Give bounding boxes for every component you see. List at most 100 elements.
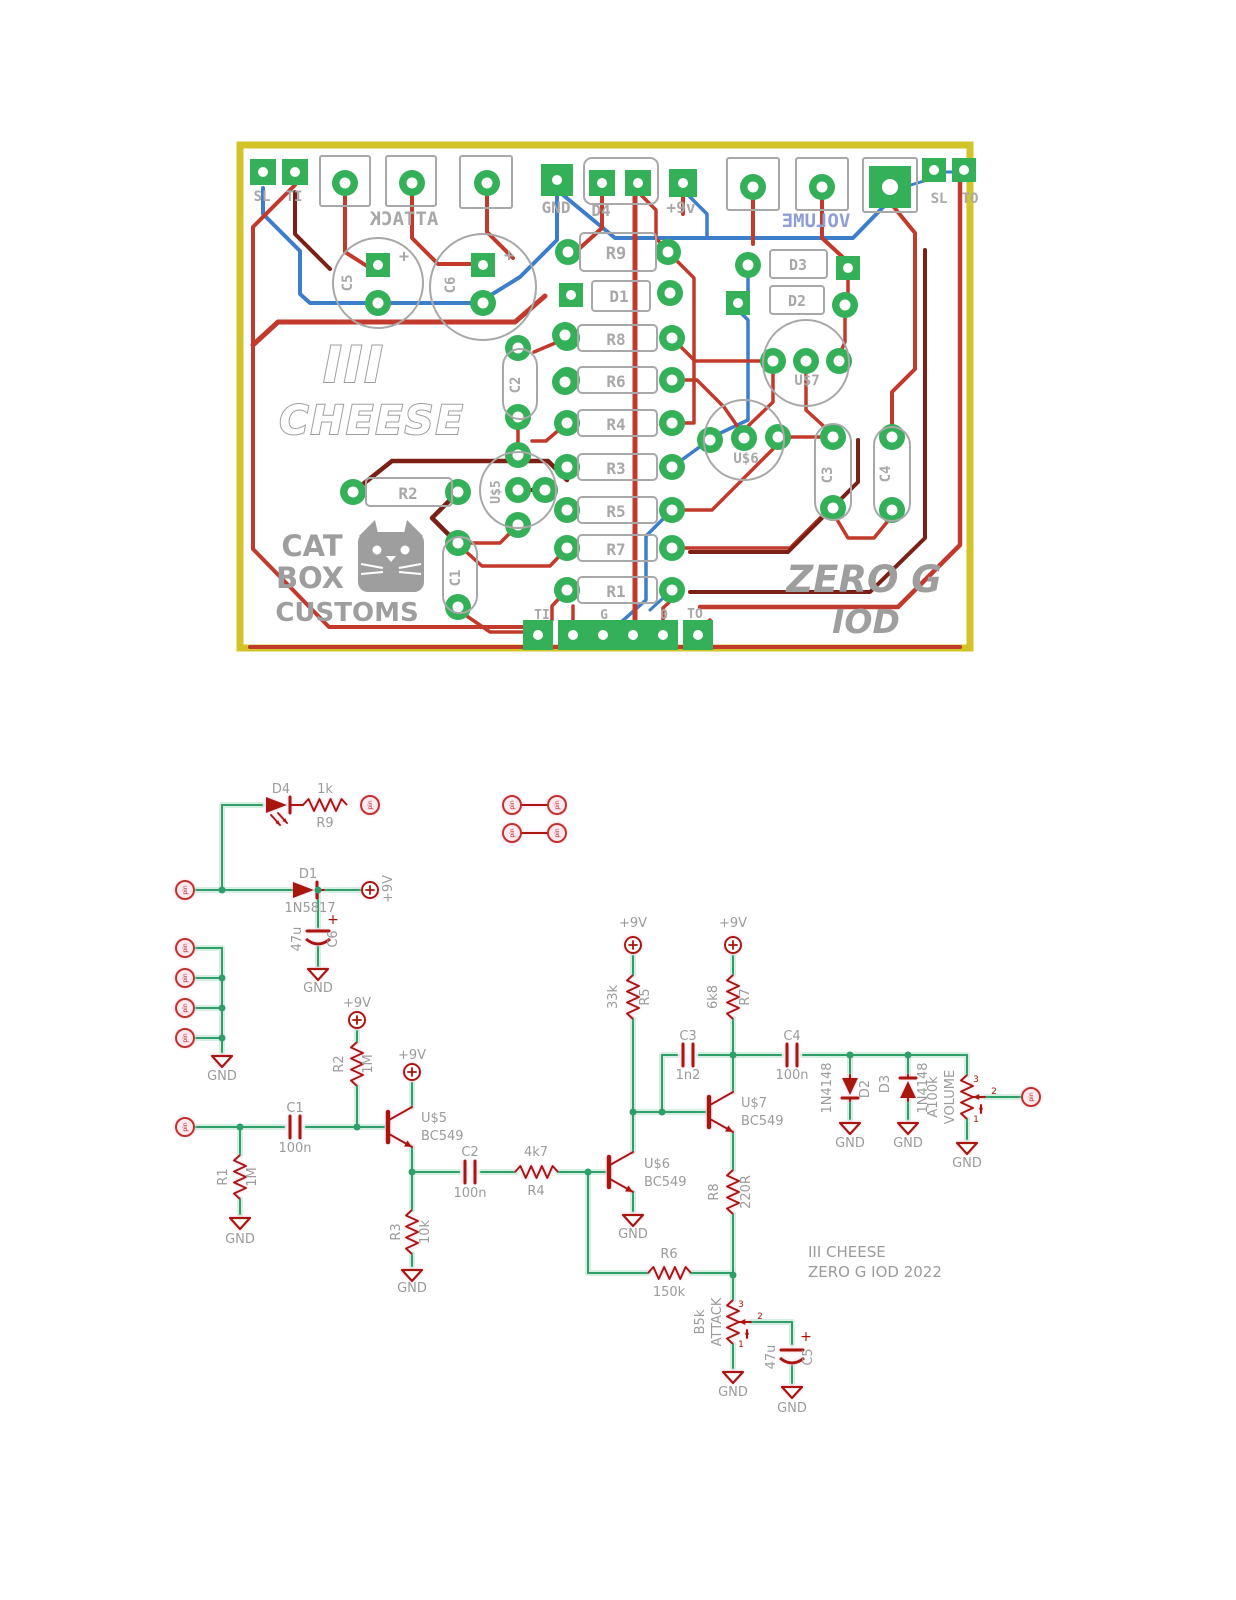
logo-customs: CUSTOMS: [275, 598, 418, 628]
pin-pad-label: pin: [554, 828, 561, 837]
silk-outline: [385, 155, 437, 207]
pin-pad-label: pin: [1028, 1092, 1035, 1101]
sym-shape: [266, 797, 287, 813]
silk-oval: [502, 348, 538, 420]
pad-hole: [767, 355, 779, 367]
pad-hole: [552, 175, 562, 185]
label-+: +: [504, 246, 514, 266]
pad-hole: [597, 178, 607, 188]
label-gnd: GND: [397, 1281, 427, 1296]
cat-whisker-icon: [398, 571, 422, 575]
sym-shape: [978, 1105, 984, 1110]
pad-hole: [843, 263, 853, 273]
pin-pad-icon: [175, 968, 195, 988]
pad-hole: [452, 537, 464, 549]
silk-oval: [814, 423, 852, 521]
label-1: 1: [973, 1115, 979, 1125]
silk-outline: [577, 409, 658, 437]
sym-shape: [404, 1140, 412, 1147]
junction-dot: [218, 886, 226, 894]
pcb-trace-red: [697, 179, 963, 610]
pad-hole: [512, 342, 524, 354]
sym-line: [388, 1106, 413, 1121]
pad-hole: [290, 167, 300, 177]
label-c1: C1: [448, 570, 464, 587]
label-sl: SL: [931, 191, 948, 207]
pad-hole: [772, 431, 784, 443]
label-r5: R5: [606, 502, 625, 521]
silk-circle: [479, 451, 557, 529]
silk-outline: [577, 496, 658, 524]
silk-outline: [591, 280, 651, 312]
label-bc549: BC549: [644, 1175, 687, 1190]
silk-outline: [577, 366, 658, 394]
gnd-symbol-icon: [955, 1141, 979, 1156]
pad-hole: [568, 630, 578, 640]
sym-line: [709, 1091, 734, 1106]
silk-oval: [442, 536, 478, 614]
pad-hole: [886, 431, 898, 443]
sym-shape: [739, 1318, 746, 1326]
sym-shape: [282, 818, 287, 823]
pad-hole: [827, 502, 839, 514]
pin-pad-label: pin: [182, 885, 189, 894]
label-c5: C5: [801, 1348, 816, 1365]
label-u-5: U$5: [489, 480, 504, 503]
label-gnd: GND: [618, 1227, 648, 1242]
label-c5: C5: [340, 275, 356, 292]
silk-outline: [769, 249, 828, 279]
pad-hole: [738, 432, 750, 444]
pcb-trace-maroon: [293, 190, 332, 271]
silk-oval: [873, 426, 911, 522]
pin-pad-label: pin: [182, 1003, 189, 1012]
label-2: 2: [757, 1312, 763, 1322]
pad-hole: [598, 630, 608, 640]
pcb-trace-red: [804, 366, 832, 434]
label-+9v: +9V: [343, 996, 371, 1011]
label-c3: C3: [679, 1029, 696, 1044]
label-d2: D2: [858, 1080, 873, 1098]
gnd-symbol-icon: [621, 1213, 645, 1228]
label-ti: TI: [534, 608, 550, 623]
cat-graphic: [358, 520, 424, 592]
label-1: 1: [738, 1340, 744, 1350]
label-r4: R4: [527, 1184, 544, 1199]
pcb-trace-maroon: [688, 248, 927, 594]
pad-hole: [693, 630, 703, 640]
ecap-plate-icon: [779, 1356, 805, 1365]
label-sl: SL: [254, 189, 271, 205]
label-47u: 47u: [764, 1345, 779, 1370]
pcb-trace-red: [250, 293, 548, 348]
gnd-symbol-icon: [400, 1268, 424, 1283]
junction-dot: [353, 1123, 361, 1131]
cat-whisker-icon: [360, 571, 384, 575]
pad-hole: [559, 376, 571, 388]
pad-hole: [833, 355, 845, 367]
label-r9: R9: [606, 244, 626, 264]
silk-circle: [703, 399, 785, 481]
label-d2: D2: [788, 292, 806, 310]
cat-eye-icon: [372, 545, 382, 555]
pin-pad-icon: [502, 823, 522, 843]
pcb-pads: [250, 158, 976, 650]
pad-hole: [742, 259, 754, 271]
junction-dot: [218, 1034, 226, 1042]
junction-dot: [729, 1271, 737, 1279]
label-gnd: GND: [777, 1401, 807, 1416]
pad-hole: [800, 355, 812, 367]
label-gnd: GND: [952, 1156, 982, 1171]
label-+9v: +9V: [719, 916, 747, 931]
resistor-icon: [726, 1169, 740, 1215]
pin-pad-icon: [175, 998, 195, 1018]
pcb-silkscreen: [319, 155, 918, 614]
pad-hole: [481, 177, 493, 189]
pcb-trace-red: [820, 196, 850, 264]
silk-outline: [769, 285, 825, 315]
gnd-symbol-icon: [838, 1121, 862, 1136]
pad-hole: [339, 177, 351, 189]
gnd-symbol-icon: [210, 1054, 234, 1069]
pad-hole: [666, 332, 678, 344]
logo-iod: IOD: [832, 602, 900, 641]
